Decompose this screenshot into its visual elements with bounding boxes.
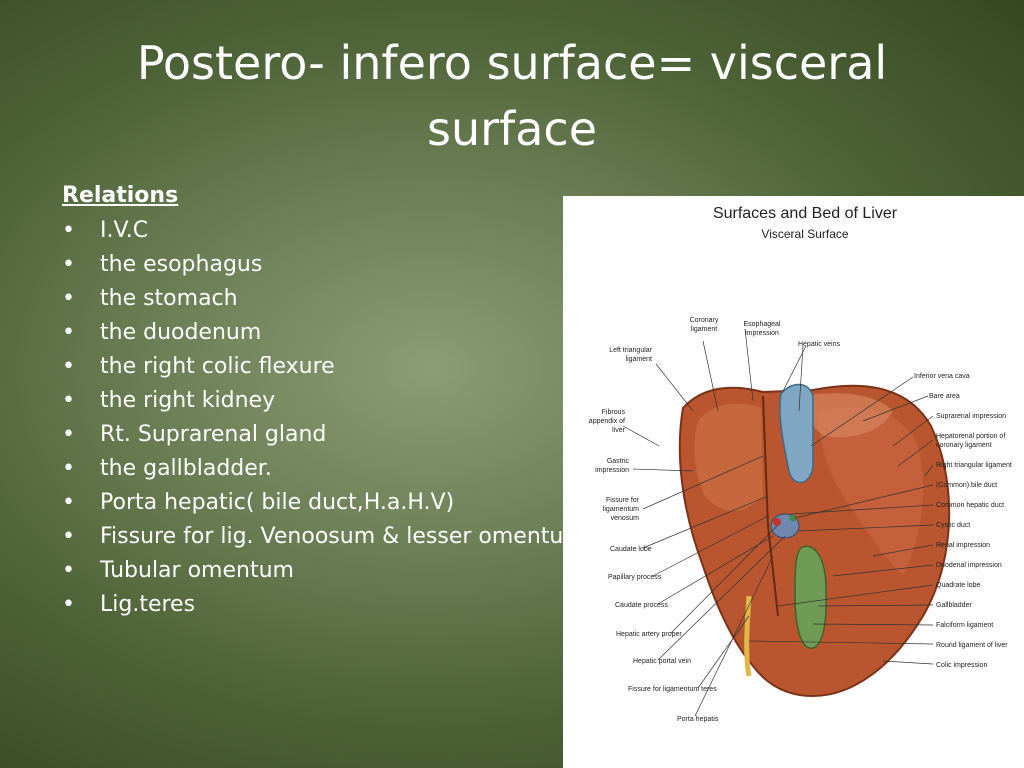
list-item: • the gallbladder. bbox=[62, 452, 622, 486]
label-common-bile-duct: (Common) bile duct bbox=[936, 482, 997, 489]
label-papillary-process: Papillary process bbox=[608, 574, 662, 581]
label-right-triangular-ligament: Right triangular ligament bbox=[936, 462, 1012, 469]
list-item: • the right kidney bbox=[62, 384, 622, 418]
list-item: • Lig.teres bbox=[62, 588, 622, 622]
list-item: • the stomach bbox=[62, 282, 622, 316]
bullet-icon: • bbox=[62, 592, 75, 617]
label-round-ligament: Round ligament of liver bbox=[936, 642, 1008, 649]
list-item: • I.V.C bbox=[62, 214, 622, 248]
label-suprarenal-impression: Suprarenal impression bbox=[936, 413, 1006, 420]
right-lobe-highlight bbox=[818, 407, 923, 576]
label-fissure-lig-teres: Fissure for ligamentum teres bbox=[628, 686, 717, 693]
liver-illustration: Surfaces and Bed of Liver Visceral Surfa… bbox=[589, 205, 1012, 723]
label-inferior-vena-cava: Inferior vena cava bbox=[914, 373, 970, 380]
list-item-text: Lig.teres bbox=[100, 592, 196, 617]
bullet-icon: • bbox=[62, 218, 75, 243]
figure-subtitle: Visceral Surface bbox=[761, 227, 848, 241]
list-item-text: the stomach bbox=[100, 286, 238, 311]
label-esophageal-impression-2: impression bbox=[745, 330, 779, 337]
bullet-icon: • bbox=[62, 388, 75, 413]
list-item-text: the gallbladder. bbox=[100, 456, 272, 481]
list-item: • Rt. Suprarenal gland bbox=[62, 418, 622, 452]
label-coronary-ligament: Coronary bbox=[690, 317, 719, 324]
label-fibrous-appendix: Fibrous bbox=[602, 409, 626, 416]
list-item: • the duodenum bbox=[62, 316, 622, 350]
relations-section: Relations • I.V.C • the esophagus • the sto… bbox=[62, 180, 622, 622]
label-quadrate-lobe: Quadrate lobe bbox=[936, 582, 980, 589]
label-fibrous-appendix-3: liver bbox=[612, 427, 626, 434]
label-caudate-lobe: Caudate lobe bbox=[610, 546, 652, 553]
label-renal-impression: Renal impression bbox=[936, 542, 990, 549]
list-item-text: I.V.C bbox=[100, 218, 149, 243]
label-gastric-impression: Gastric bbox=[607, 458, 630, 465]
bullet-icon: • bbox=[62, 524, 75, 549]
bullet-icon: • bbox=[62, 354, 75, 379]
label-esophageal-impression: Esophageal bbox=[744, 321, 781, 328]
list-item-text: the esophagus bbox=[100, 252, 263, 277]
label-coronary-ligament-2: ligament bbox=[691, 326, 718, 333]
bullet-icon: • bbox=[62, 456, 75, 481]
bullet-icon: • bbox=[62, 252, 75, 277]
bullet-icon: • bbox=[62, 558, 75, 583]
list-item-text: Tubular omentum bbox=[100, 558, 294, 583]
bile-duct-shape bbox=[789, 514, 797, 522]
figure-title: Surfaces and Bed of Liver bbox=[713, 205, 898, 222]
liver-highlight bbox=[694, 403, 763, 511]
bare-area bbox=[803, 393, 893, 438]
label-hepatic-veins: Hepatic veins bbox=[798, 341, 841, 348]
label-gallbladder: Gallbladder bbox=[936, 602, 972, 609]
fissure-line bbox=[762, 395, 779, 617]
label-duodenal-impression: Duodenal impression bbox=[936, 562, 1002, 569]
hepatic-artery-shape bbox=[773, 518, 781, 526]
label-fissure-lig-venosum-2: ligamentum bbox=[603, 506, 639, 513]
label-fibrous-appendix-2: appendix of bbox=[589, 418, 625, 425]
list-item: • Tubular omentum bbox=[62, 554, 622, 588]
list-item: • the esophagus bbox=[62, 248, 622, 282]
label-fissure-lig-venosum-3: venosum bbox=[611, 515, 640, 522]
label-left-triangular-ligament: Left triangular bbox=[609, 347, 652, 354]
list-item-text: Fissure for lig. Venoosum & lesser oment… bbox=[100, 524, 585, 549]
label-gastric-impression-2: impression bbox=[595, 467, 629, 474]
title-line-2: surface bbox=[426, 102, 597, 156]
relations-heading: Relations bbox=[62, 183, 179, 208]
label-fissure-lig-venosum: Fissure for bbox=[606, 497, 640, 504]
label-colic-impression: Colic impression bbox=[936, 662, 987, 669]
list-item: • Fissure for lig. Venoosum & lesser omen… bbox=[62, 520, 622, 554]
label-caudate-process: Caudate process bbox=[615, 602, 668, 609]
round-ligament-shape bbox=[744, 595, 752, 677]
label-cystic-duct: Cystic duct bbox=[936, 522, 970, 529]
list-item: • the right colic flexure bbox=[62, 350, 622, 384]
bullet-icon: • bbox=[62, 286, 75, 311]
relations-list: • I.V.C • the esophagus • the stomach • the … bbox=[62, 214, 622, 622]
label-left-triangular-ligament-2: ligament bbox=[626, 356, 653, 363]
list-item-text: Rt. Suprarenal gland bbox=[100, 422, 327, 447]
title-line-1: Postero- infero surface= visceral bbox=[136, 36, 888, 90]
bullet-icon: • bbox=[62, 422, 75, 447]
label-hepatorenal-portion: Hepatorenal portion of bbox=[936, 433, 1005, 440]
label-hepatic-artery-proper: Hepatic artery proper bbox=[616, 631, 682, 638]
label-common-hepatic-duct: Common hepatic duct bbox=[936, 502, 1004, 509]
list-item: • Porta hepatic( bile duct,H.a.H.V) bbox=[62, 486, 622, 520]
list-item-text: Porta hepatic( bile duct,H.a.H.V) bbox=[100, 490, 455, 515]
label-hepatorenal-portion-2: coronary ligament bbox=[936, 442, 992, 449]
bullet-icon: • bbox=[62, 490, 75, 515]
label-falciform-ligament: Falciform ligament bbox=[936, 622, 993, 629]
slide-title: Postero- infero surface= visceral surfac… bbox=[0, 30, 1024, 162]
gallbladder-shape bbox=[794, 545, 827, 649]
label-hepatic-portal-vein: Hepatic portal vein bbox=[633, 658, 691, 665]
bullet-icon: • bbox=[62, 320, 75, 345]
list-item-text: the right colic flexure bbox=[100, 354, 335, 379]
liver-illustration-panel: Surfaces and Bed of Liver Visceral Surfa… bbox=[563, 196, 1024, 768]
label-porta-hepatis: Porta hepatis bbox=[677, 716, 719, 723]
list-item-text: the duodenum bbox=[100, 320, 262, 345]
label-bare-area: Bare area bbox=[929, 393, 960, 400]
list-item-text: the right kidney bbox=[100, 388, 276, 413]
